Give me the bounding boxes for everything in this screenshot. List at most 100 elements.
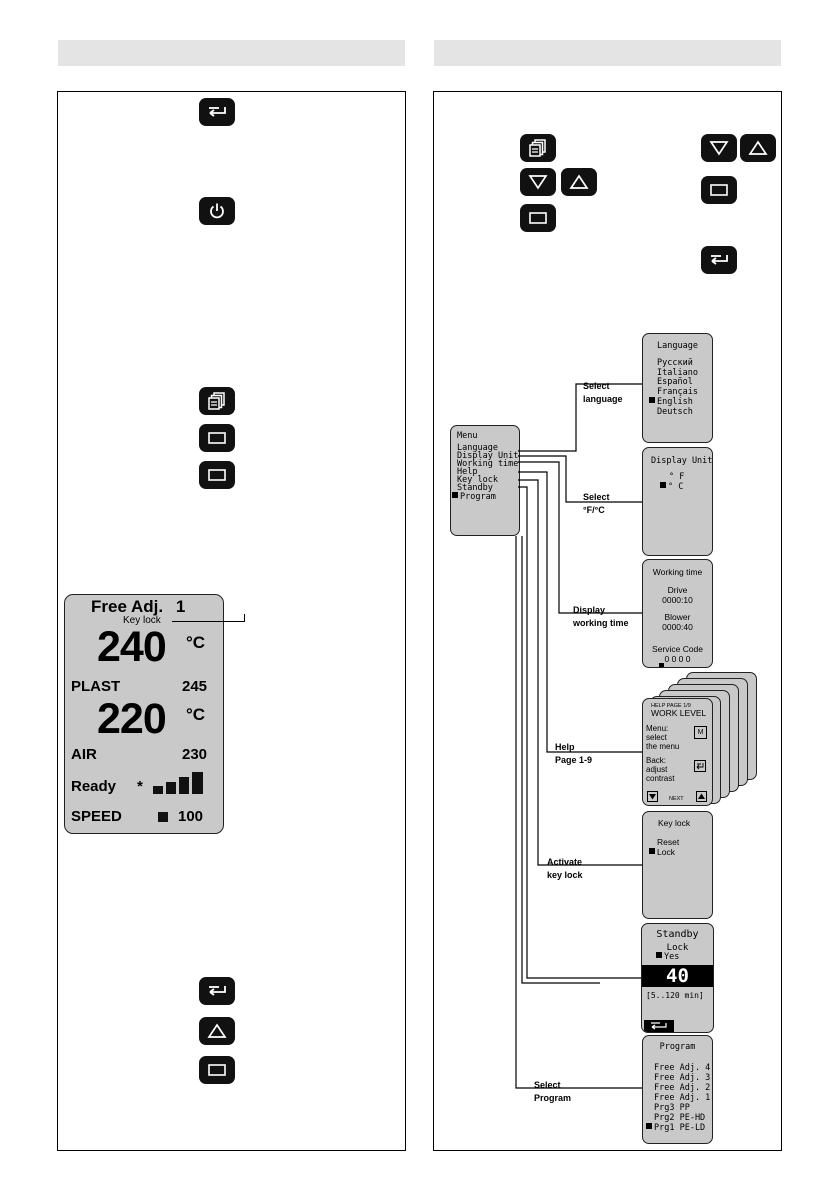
program-option-free-adj-2: Free Adj. 2 (654, 1083, 711, 1093)
enter-key-icon-right-2 (701, 176, 737, 204)
program-option-free-adj-1: Free Adj. 1 (654, 1093, 711, 1103)
plast-temperature: 240 (97, 623, 167, 671)
help-menu-line-3: the menu (646, 742, 680, 751)
working-time-screen: Working time Drive 0000:10 Blower 0000:4… (642, 559, 713, 668)
air-label: AIR (71, 746, 97, 763)
display-unit-screen: Display Unit ° F ° C (642, 447, 713, 556)
connector-label-key-lock-1: Activate (547, 857, 583, 867)
speed-value: 100 (178, 808, 204, 825)
drive-label: Drive (667, 585, 688, 595)
down-key-icon-right-2 (701, 134, 737, 162)
menu-item-key-lock: Key lock (457, 475, 498, 485)
connector-label-program-2: Program (534, 1093, 572, 1103)
display-unit-title: Display Unit (651, 456, 713, 466)
unit-selection-marker (660, 482, 666, 488)
signal-bars-icon (153, 772, 203, 794)
language-screen: Language Русский Italiano Español França… (642, 333, 713, 443)
left-column-frame (57, 91, 406, 1151)
up-key-icon-right-2 (740, 134, 776, 162)
back-key-icon-right (701, 246, 737, 274)
help-down-arrow-icon (647, 791, 658, 802)
help-screen: HELP PAGE 1/9 WORK LEVEL Menu: select th… (642, 698, 713, 806)
mode-label: Free Adj. (91, 597, 164, 616)
key-lock-title: Key lock (658, 818, 691, 828)
key-lock-option-reset: Reset (657, 837, 680, 847)
program-option-free-adj-4: Free Adj. 4 (654, 1063, 711, 1073)
key-lock-screen: Key lock Reset Lock (642, 811, 713, 919)
standby-minutes-value: 40 (666, 965, 689, 987)
plast-unit: °C (186, 633, 206, 652)
help-page-title: WORK LEVEL (651, 708, 707, 718)
main-display: Free Adj. 1 Key lock 240 °C PLAST 245 22… (64, 594, 224, 834)
menu-item-program: Program (460, 492, 496, 502)
service-code-value: 0 0 0 0 (664, 654, 691, 664)
up-key-icon (199, 1017, 235, 1045)
help-page-number: HELP PAGE 1/9 (651, 703, 691, 709)
right-column-frame (433, 91, 782, 1151)
standby-range: [5..120 min] (646, 991, 704, 1000)
standby-lock-label: Lock (666, 943, 689, 953)
program-option-prg2: Prg2 PE-HD (654, 1113, 706, 1123)
menu-selection-marker (452, 492, 458, 498)
plast-setpoint: 245 (182, 678, 208, 695)
help-back-key-icon (694, 760, 706, 772)
service-code-cursor (659, 663, 664, 667)
menu-item-help: Help (457, 467, 478, 477)
keylock-indicator: Key lock (123, 615, 161, 626)
working-time-title: Working time (652, 567, 703, 577)
menu-key-icon (199, 387, 235, 415)
menu-title: Menu (457, 431, 478, 441)
key-lock-option-lock: Lock (657, 847, 675, 857)
program-title: Program (659, 1042, 696, 1052)
language-option-deutsch: Deutsch (657, 406, 693, 417)
language-option-francais: Français (657, 386, 698, 397)
speed-label: SPEED (71, 808, 122, 825)
down-key-icon (520, 168, 556, 196)
program-option-prg3: Prg3 PP (654, 1103, 690, 1113)
right-column-header (434, 40, 781, 66)
mode-number: 1 (175, 597, 186, 616)
unit-option-f: ° F (669, 472, 685, 482)
language-option-italiano: Italiano (657, 367, 698, 378)
connector-label-help-1: Help (555, 742, 575, 752)
keylock-pointer-line (172, 621, 244, 622)
unit-option-c: ° C (668, 482, 684, 492)
enter-key-icon-2 (199, 461, 235, 489)
menu-item-working-time: Working time (457, 459, 519, 469)
program-selection-marker (646, 1123, 652, 1129)
help-back-line-2: adjust (646, 765, 668, 774)
connector-label-select-language-1: Select (583, 381, 610, 391)
blower-value: 0000:40 (662, 622, 693, 632)
language-selection-marker (649, 397, 655, 403)
standby-back-tab (644, 1020, 674, 1032)
air-temperature: 220 (97, 695, 167, 743)
service-code-label: Service Code (651, 644, 704, 654)
plast-label: PLAST (71, 678, 121, 695)
help-up-arrow-icon (696, 791, 707, 802)
key-lock-selection-marker (649, 848, 655, 854)
back-key-icon (199, 98, 235, 126)
standby-yes-option: Yes (664, 952, 680, 962)
menu-screen: Menu Language Display Unit Working time … (450, 425, 520, 536)
standby-screen: Standby Lock Yes 40 [5..120 min] (641, 923, 714, 1033)
language-title: Language (657, 341, 698, 351)
language-option-russian: Русский (657, 358, 693, 368)
enter-key-icon (199, 424, 235, 452)
speed-marker (158, 812, 168, 822)
language-option-english: English (657, 397, 693, 407)
menu-item-display-unit: Display Unit (457, 451, 519, 461)
drive-value: 0000:10 (662, 595, 693, 605)
standby-selection-marker (656, 952, 662, 958)
left-column-header (58, 40, 405, 66)
help-menu-key: M (694, 726, 707, 739)
air-setpoint: 230 (182, 746, 208, 763)
language-option-espanol: Español (657, 377, 693, 387)
menu-key-icon-right (520, 134, 556, 162)
connector-label-program-1: Select (534, 1080, 561, 1090)
ready-mark: * (137, 778, 143, 795)
connector-label-select-unit-1: Select (583, 492, 610, 502)
menu-item-standby: Standby (457, 483, 493, 493)
connector-label-help-2: Page 1-9 (555, 755, 593, 765)
air-unit: °C (186, 705, 206, 724)
